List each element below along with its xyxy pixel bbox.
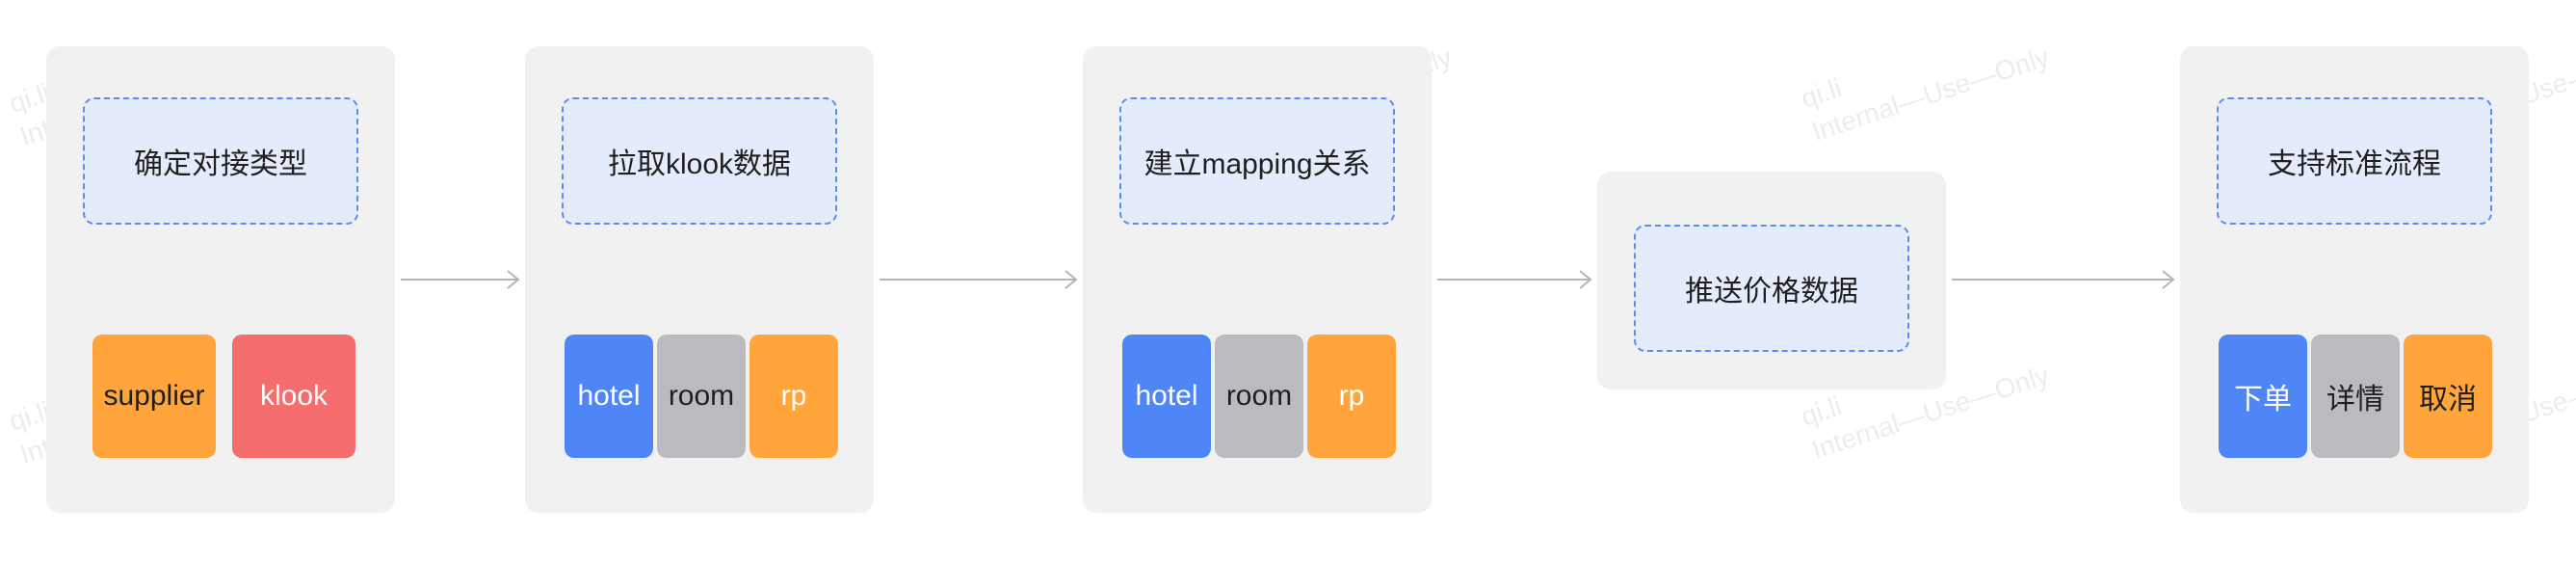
arrow-1-to-2	[401, 270, 520, 289]
stage-5-title: 支持标准流程	[2217, 97, 2492, 225]
arrow-2-to-3	[880, 270, 1078, 289]
chip-supplier: supplier	[92, 335, 216, 458]
stage-1-title: 确定对接类型	[83, 97, 358, 225]
arrow-3-to-4	[1437, 270, 1592, 289]
chip-cancel: 取消	[2404, 335, 2492, 458]
chip-detail: 详情	[2311, 335, 2400, 458]
chip-klook: klook	[232, 335, 355, 458]
chip-room: room	[1215, 335, 1303, 458]
chip-rp: rp	[749, 335, 838, 458]
stage-3-title: 建立mapping关系	[1119, 97, 1395, 225]
chip-room: room	[657, 335, 746, 458]
arrow-4-to-5	[1952, 270, 2175, 289]
stage-2-title: 拉取klook数据	[562, 97, 837, 225]
chip-order: 下单	[2219, 335, 2307, 458]
stage-4-title: 推送价格数据	[1634, 225, 1909, 352]
chip-hotel: hotel	[1122, 335, 1211, 458]
chip-rp: rp	[1307, 335, 1396, 458]
chip-hotel: hotel	[565, 335, 653, 458]
